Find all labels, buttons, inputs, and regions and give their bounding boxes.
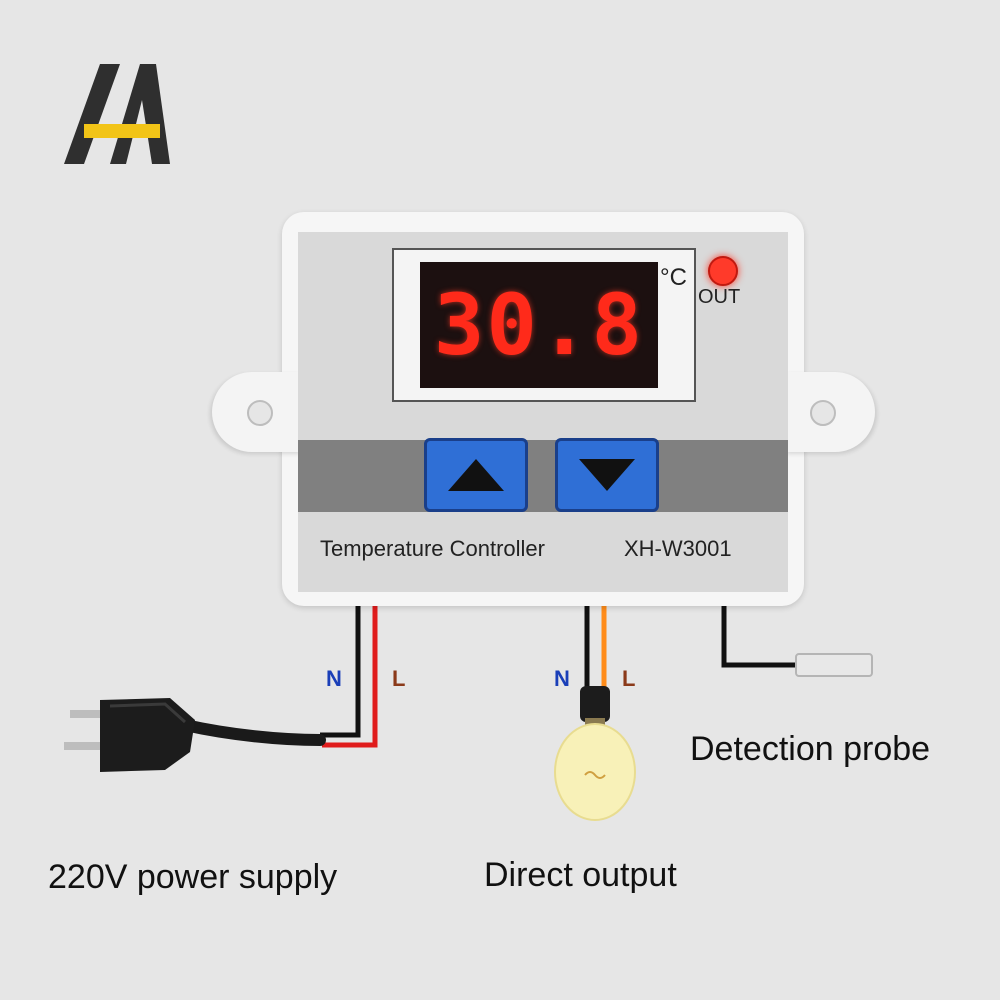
model-number: XH-W3001 [624, 536, 732, 561]
logo-right-stroke [110, 64, 170, 164]
probe-wire [721, 605, 800, 668]
triangle-down-icon [579, 459, 635, 491]
mount-hole-right [810, 400, 836, 426]
caption-direct-output: Direct output [484, 856, 677, 894]
out-indicator-led [708, 256, 738, 286]
down-button[interactable] [555, 438, 659, 512]
plug-cable [179, 719, 326, 746]
logo-accent-bar [84, 124, 160, 138]
power-live-label: L [392, 666, 406, 691]
power-wire-neutral [320, 605, 361, 738]
caption-power-supply: 220V power supply [48, 858, 338, 896]
logo-left-stroke [64, 64, 120, 164]
power-plug-icon [64, 698, 195, 772]
led-display: 30.8 [420, 262, 658, 388]
button-band [298, 440, 788, 512]
output-live-label: L [622, 666, 636, 691]
probe-sensor [795, 653, 873, 677]
caption-detection-probe: Detection probe [690, 730, 931, 768]
out-indicator-label: OUT [698, 286, 741, 308]
light-bulb-icon [554, 686, 636, 821]
brand-logo [64, 64, 170, 164]
output-neutral-label: N [554, 666, 570, 691]
temperature-readout: 30.8 [433, 276, 645, 374]
unit-label: °C [660, 264, 687, 291]
product-name: Temperature Controller [320, 536, 545, 561]
power-neutral-label: N [326, 666, 342, 691]
power-wire-live [322, 605, 378, 748]
triangle-up-icon [448, 459, 504, 491]
mount-hole-left [247, 400, 273, 426]
up-button[interactable] [424, 438, 528, 512]
